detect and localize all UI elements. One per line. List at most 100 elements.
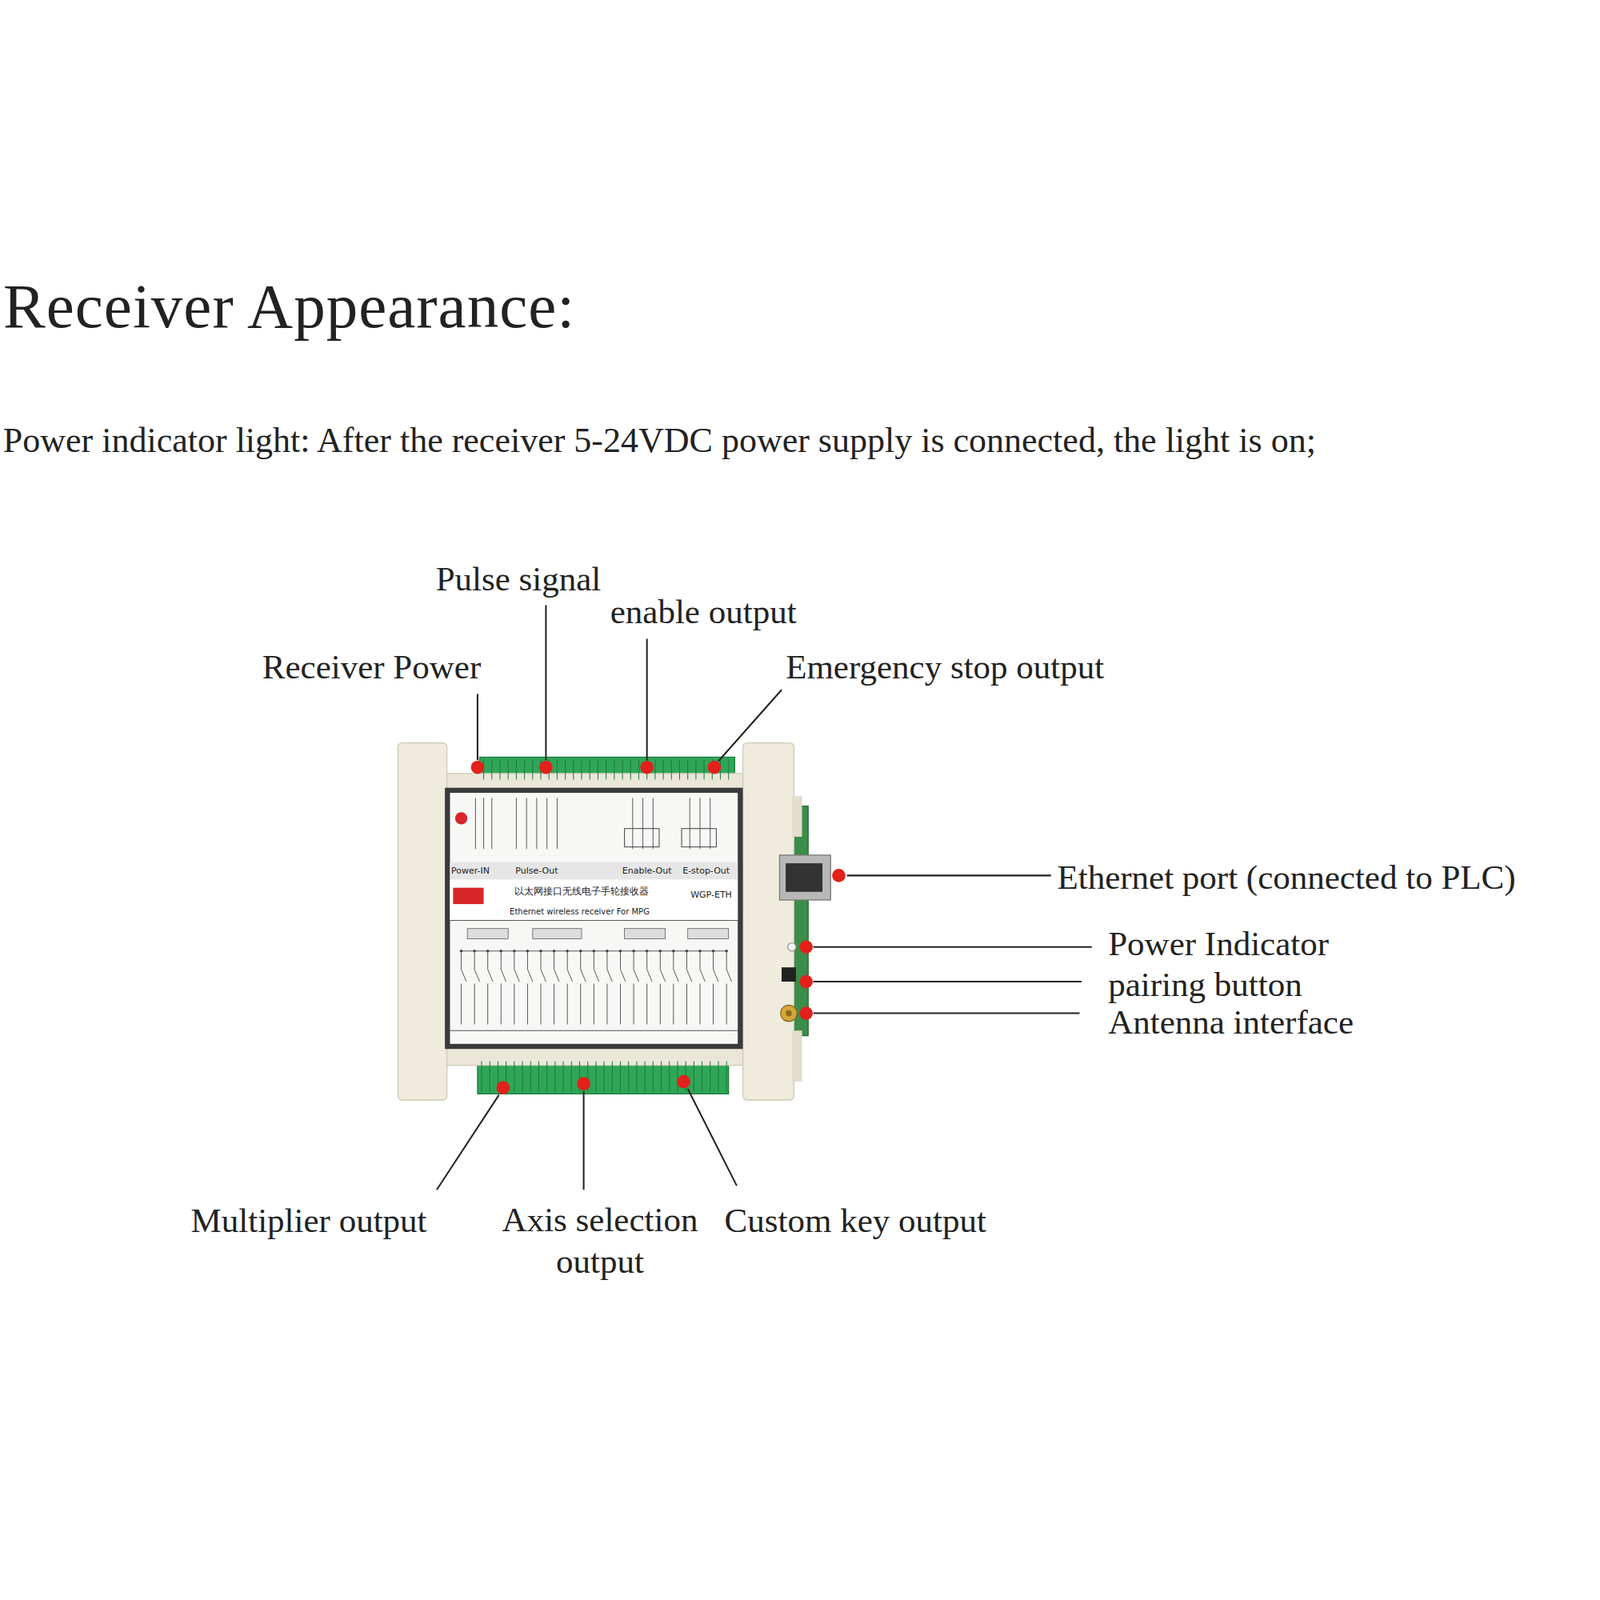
junction-dot	[552, 949, 556, 953]
leader-line	[718, 689, 782, 761]
junction-dot	[658, 949, 662, 953]
terminal-divider	[571, 1061, 572, 1092]
callout-label: Power Indicator	[1108, 923, 1329, 965]
switch-contact	[607, 969, 612, 982]
housing-clip	[792, 1030, 803, 1082]
contact-line	[686, 984, 688, 1025]
contact-line	[726, 951, 728, 970]
callout-label: Pulse signal	[436, 559, 602, 601]
housing-ear	[397, 743, 447, 1100]
pin-line	[475, 797, 476, 849]
pin-line	[652, 797, 654, 849]
terminal-divider	[612, 1061, 613, 1092]
callout-label: Antenna interface	[1108, 1001, 1354, 1044]
callout-dots	[471, 760, 846, 1095]
junction-dot	[632, 949, 636, 953]
terminal-divider	[728, 759, 729, 780]
pin-line	[483, 797, 484, 849]
terminal-divider	[530, 1061, 532, 1092]
ethernet-socket	[785, 863, 823, 892]
callout-label: Custom key output	[724, 1200, 987, 1242]
switch-contact	[461, 969, 467, 982]
callout-label: Axis selection output	[480, 1199, 720, 1282]
leader-line	[847, 874, 1052, 876]
junction-dot	[605, 949, 609, 953]
contact-line	[553, 984, 555, 1025]
terminal-divider	[652, 1061, 654, 1092]
terminal-divider	[671, 759, 672, 780]
contact-line	[580, 984, 581, 1025]
junction-dot	[579, 949, 583, 953]
contact-line	[487, 984, 488, 1025]
panel-brand-area	[449, 879, 738, 920]
contact-line	[633, 984, 635, 1025]
terminal-divider	[491, 759, 492, 780]
pin-line	[546, 797, 548, 849]
contact-line	[620, 984, 621, 1025]
switch-contact	[527, 969, 532, 982]
terminal-divider	[676, 1061, 678, 1092]
junction-dot	[724, 949, 728, 953]
terminal-divider	[489, 1061, 491, 1092]
pin-line	[642, 797, 644, 849]
contact-line	[567, 984, 568, 1025]
terminal-divider	[554, 1061, 556, 1092]
contact-line	[699, 984, 700, 1025]
contact-line	[540, 984, 542, 1025]
terminal-divider	[613, 759, 615, 780]
pin-line	[689, 797, 691, 849]
switch-contact	[554, 969, 560, 982]
terminal-divider	[663, 759, 664, 780]
housing-body	[445, 773, 745, 1066]
terminal-divider	[654, 759, 656, 780]
contact-line	[660, 984, 661, 1025]
terminal-divider	[516, 759, 517, 780]
terminal-divider	[693, 1061, 695, 1092]
terminal-divider	[513, 1061, 515, 1092]
terminal-divider	[622, 759, 624, 780]
terminal-divider	[644, 1061, 646, 1092]
terminal-label: Enable-Out	[622, 866, 672, 876]
panel-face	[449, 792, 738, 1044]
terminal-divider	[595, 1061, 596, 1092]
terminal-divider	[499, 759, 500, 780]
junction-dot	[526, 949, 530, 953]
junction-dot	[499, 949, 503, 953]
warning-mark	[455, 812, 468, 824]
leader-line	[476, 693, 479, 760]
panel-divider	[449, 1030, 738, 1032]
callout-label: Multiplier output	[191, 1200, 428, 1242]
terminal-divider	[563, 1061, 564, 1092]
terminal-divider	[630, 759, 632, 780]
panel-divider	[449, 920, 738, 921]
terminal-divider	[660, 1061, 662, 1092]
switch-contact	[726, 969, 732, 982]
contact-line	[460, 984, 462, 1025]
contact-line	[699, 951, 700, 970]
terminal-divider	[564, 759, 566, 780]
contact-line	[553, 951, 555, 970]
contact-line	[513, 951, 515, 970]
callout-label: enable output	[610, 592, 797, 634]
contact-line	[460, 951, 462, 970]
switch-contact	[580, 969, 586, 982]
terminal-divider	[481, 1061, 483, 1092]
terminal-label: E-stop-Out	[682, 866, 730, 876]
leader-line	[813, 946, 1092, 948]
contact-line	[527, 951, 528, 970]
junction-dot	[565, 949, 569, 953]
contact-line	[686, 951, 688, 970]
terminal-divider	[628, 1061, 629, 1092]
terminal-divider	[620, 1061, 621, 1092]
contact-line	[593, 984, 595, 1025]
callout-dot	[832, 868, 846, 883]
leader-line	[813, 980, 1082, 983]
contact-line	[474, 951, 476, 970]
terminal-divider	[605, 759, 607, 780]
pin-line	[536, 797, 537, 849]
contact-line	[474, 984, 476, 1025]
junction-dot	[619, 949, 623, 953]
terminal-divider	[668, 1061, 670, 1092]
switch-contact	[567, 969, 572, 982]
terminal-divider	[726, 1061, 728, 1092]
